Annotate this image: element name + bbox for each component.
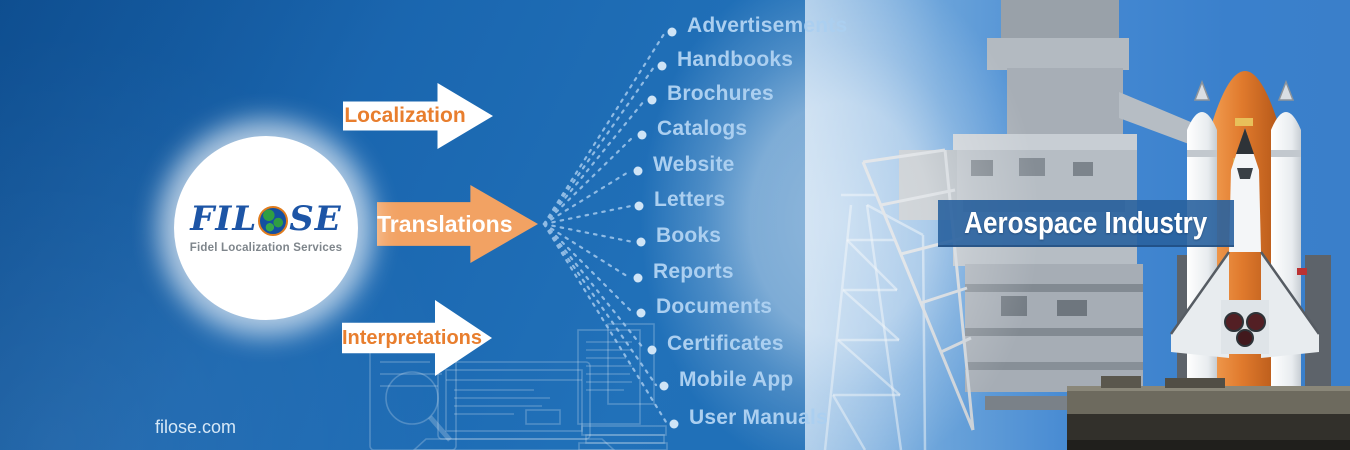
list-item-mobile-app: Mobile App [679,368,794,391]
logo-wordmark: FIL SE [190,202,341,236]
orbiter [1169,128,1321,358]
industry-label-text: Aerospace Industry [964,204,1208,240]
logo-badge: FIL SE Fidel Localization Services [174,136,358,320]
list-item-reports: Reports [653,260,734,283]
industry-label: Aerospace Industry [938,200,1234,247]
laptop-icon [412,361,616,450]
list-item-user-manuals: User Manuals [689,406,828,429]
list-item-books: Books [656,224,722,247]
globe-icon [258,206,289,236]
translations-arrow-label: Translations [377,210,513,237]
list-item-advertisements: Advertisements [687,14,848,37]
list-item-website: Website [653,153,735,176]
space-shuttle [1169,71,1331,392]
list-item-letters: Letters [654,188,726,211]
localization-arrow-label: Localization [344,104,466,127]
interpretations-arrow-label: Interpretations [342,326,483,349]
website-link[interactable]: filose.com [155,417,237,437]
list-item-brochures: Brochures [667,82,774,105]
logo-text-suffix: SE [289,199,342,239]
list-item-handbooks: Handbooks [677,48,794,71]
list-item-certificates: Certificates [667,332,784,355]
logo-tagline: Fidel Localization Services [189,242,343,254]
logo-text-prefix: FIL [190,199,258,239]
magnifier-icon [385,371,452,442]
list-item-catalogs: Catalogs [657,117,748,140]
list-item-documents: Documents [656,295,773,318]
